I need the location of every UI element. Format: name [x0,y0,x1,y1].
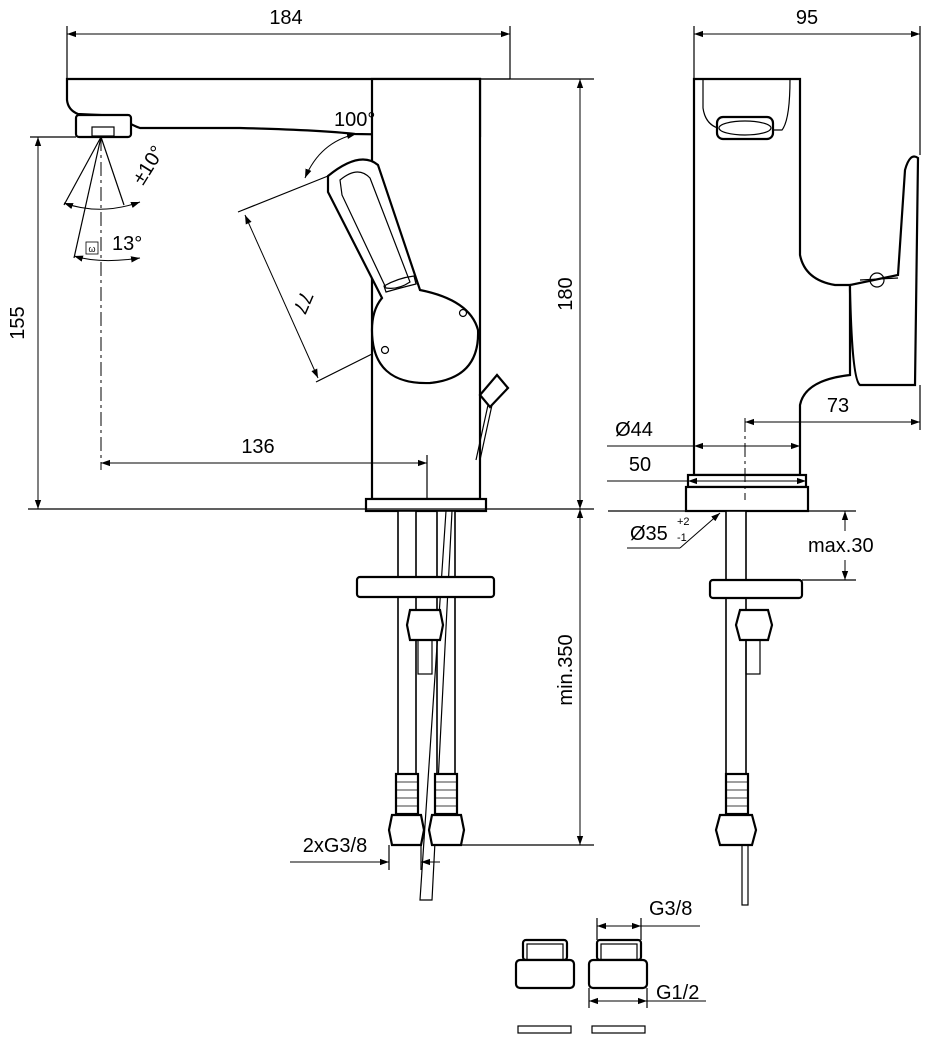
side-fixing-plate [708,578,804,600]
front-view: ω ±10° 13° 100° 77 184 155 180 136 [7,7,594,901]
supply-hoses [355,510,496,901]
hose-length-label: min.350 [555,634,577,705]
pictogram-icon: ω [85,241,99,255]
thread-large-label: G1/2 [656,982,699,1004]
connection-label: 2xG3/8 [303,835,367,857]
outlet-angle-label: 13° [112,233,142,255]
spray-angle-label: ±10° [129,142,170,189]
deck-thickness-label: max.30 [808,535,874,557]
outlet-height-label: 155 [7,306,29,339]
thread-small-label: G3/8 [649,898,692,920]
lever-angle-label: 100° [334,109,375,131]
body-diameter-label: Ø44 [615,419,653,441]
side-lever [848,155,920,387]
hole-diameter-label: Ø35 [630,523,668,545]
hole-tolerance-minus: -1 [677,532,687,544]
side-view: 95 73 Ø44 50 Ø35 +2 -1 max.30 [607,7,921,906]
lever-handle [326,158,480,385]
hole-tolerance-plus: +2 [677,516,690,528]
total-height-label: 180 [555,277,577,310]
projection-label: 136 [241,436,274,458]
fixing-plate [355,575,496,599]
svg-text:ω: ω [88,244,95,254]
base-diameter-label: 50 [629,454,651,476]
side-body [692,77,852,477]
depth-label: 95 [796,7,818,29]
width-label: 184 [269,7,302,29]
lever-length-label: 77 [288,288,317,317]
aerator [74,113,133,139]
thread-adapters: G3/8 G1/2 [514,898,706,1034]
lever-offset-label: 73 [827,395,849,417]
base-plate [364,497,488,513]
